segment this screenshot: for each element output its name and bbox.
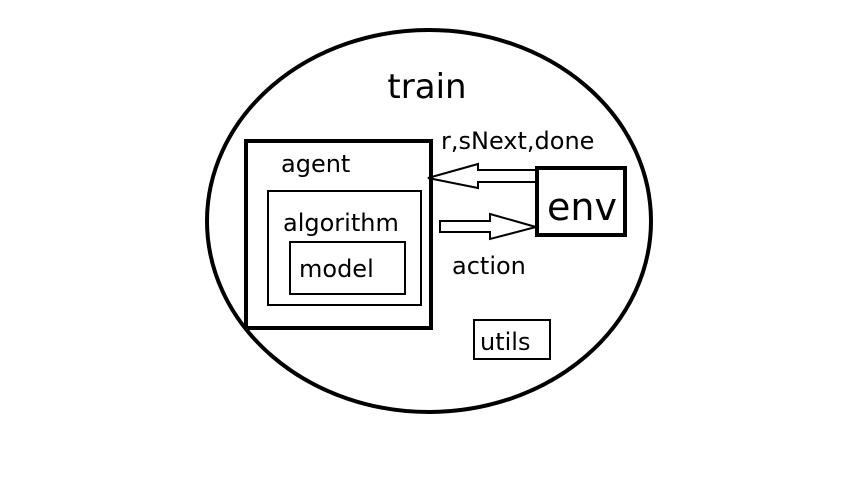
action-arrow [439,212,540,241]
algorithm-label: algorithm [283,209,399,237]
utils-box [473,319,551,360]
feedback-arrow [427,162,537,190]
agent-box [244,139,433,330]
action-label: action [452,252,526,280]
env-label: env [547,185,617,229]
train-ellipse [205,28,653,414]
algorithm-box [267,190,422,306]
env-box [535,166,627,237]
feedback-label: r,sNext,done [441,127,594,155]
model-label: model [299,255,374,283]
agent-label: agent [281,150,350,178]
model-box [289,241,406,295]
train-label: train [387,67,466,107]
utils-label: utils [480,328,530,356]
